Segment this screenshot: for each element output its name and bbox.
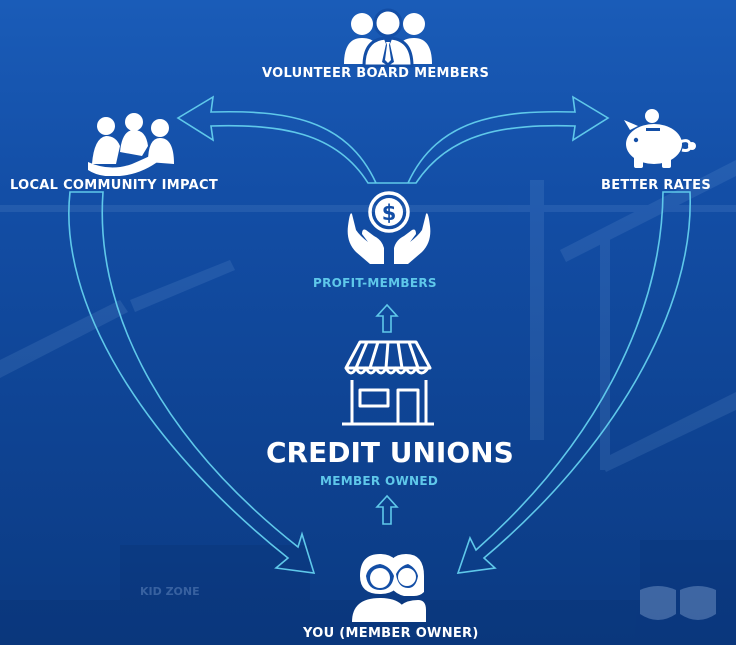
label-better-rates: BETTER RATES	[601, 178, 712, 193]
label-credit-unions: CREDIT UNIONS	[266, 436, 514, 469]
arrow-you-to-cu	[375, 494, 399, 525]
arrow-cu-to-profit	[375, 303, 399, 333]
storefront-icon	[342, 340, 434, 426]
piggy-bank-icon	[624, 109, 696, 168]
profit-hands-coin-icon: $	[347, 191, 431, 264]
label-volunteer-board-members: VOLUNTEER BOARD MEMBERS	[262, 66, 490, 81]
background-sign-text: KID ZONE	[140, 585, 200, 598]
arrow-rates-to-you	[456, 191, 691, 574]
arrow-community-to-you	[68, 191, 316, 574]
member-owner-icon	[352, 554, 426, 622]
community-icon	[88, 113, 174, 176]
arrow-to-board-sides	[176, 95, 610, 184]
svg-text:$: $	[382, 201, 397, 225]
label-you-member-owner: YOU (MEMBER OWNER)	[303, 626, 479, 641]
board-members-icon	[344, 8, 432, 68]
label-profit-members: PROFIT-MEMBERS	[313, 276, 437, 290]
label-local-community-impact: LOCAL COMMUNITY IMPACT	[10, 178, 219, 193]
label-member-owned: MEMBER OWNED	[320, 474, 439, 488]
